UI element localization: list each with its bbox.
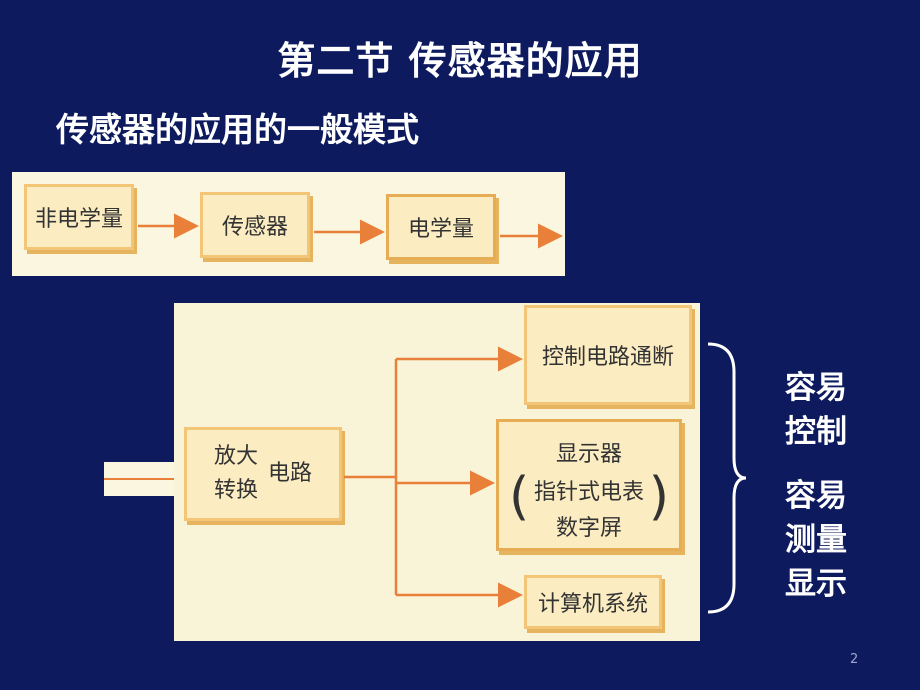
amplifier-line2: 转换 — [213, 478, 258, 503]
right-paren-icon: ) — [648, 467, 669, 527]
computer-label: 计算机系统 — [537, 592, 648, 617]
easy-control-line2: 控制 — [785, 414, 847, 450]
display-line1: 指针式电表 — [533, 480, 644, 505]
electrical-quantity-box: 电学量 — [386, 194, 496, 260]
left-paren-icon: ( — [509, 467, 530, 527]
non-electrical-quantity-box: 非电学量 — [24, 184, 134, 250]
page-number: 2 — [850, 652, 859, 667]
input-feed — [104, 462, 176, 496]
slide-subtitle: 传感器的应用的一般模式 — [56, 110, 419, 149]
non-electrical-quantity-label: 非电学量 — [34, 207, 123, 232]
amplifier-line1: 放大 — [213, 444, 258, 469]
display-line2: 数字屏 — [555, 516, 622, 541]
control-box: 控制电路通断 — [524, 305, 692, 405]
basic-flow-panel: 非电学量 传感器 电学量 — [12, 172, 565, 276]
computer-box: 计算机系统 — [524, 575, 662, 629]
curly-brace-icon — [707, 342, 747, 614]
easy-measure-line2: 测量 — [785, 522, 847, 558]
display-title: 显示器 — [555, 442, 622, 467]
slide-title: 第二节 传感器的应用 — [277, 39, 643, 83]
sensor-label: 传感器 — [221, 215, 288, 240]
display-box: 显示器 指针式电表 数字屏 ( ) — [496, 419, 682, 551]
electrical-quantity-label: 电学量 — [407, 217, 474, 242]
easy-measure-line1: 容易 — [785, 478, 847, 514]
easy-measure-note: 容易 测量 显示 — [776, 474, 856, 606]
easy-measure-line3: 显示 — [785, 566, 847, 602]
sensor-box: 传感器 — [200, 192, 310, 258]
top-flow-arrows — [138, 213, 563, 249]
amplifier-box: 放大 转换 电路 — [184, 427, 342, 521]
amplifier-suffix: 电路 — [268, 461, 313, 486]
application-flow-arrows — [344, 346, 523, 608]
control-label: 控制电路通断 — [541, 345, 674, 370]
display-content: 显示器 指针式电表 数字屏 ( ) — [499, 422, 679, 548]
application-flow-panel: 放大 转换 电路 控制电路通断 显示器 指针式电表 数字屏 ( ) 计算机系统 — [174, 303, 700, 641]
easy-control-note: 容易 控制 — [776, 366, 856, 454]
input-feed-line — [104, 478, 176, 480]
easy-control-line1: 容易 — [785, 370, 847, 406]
